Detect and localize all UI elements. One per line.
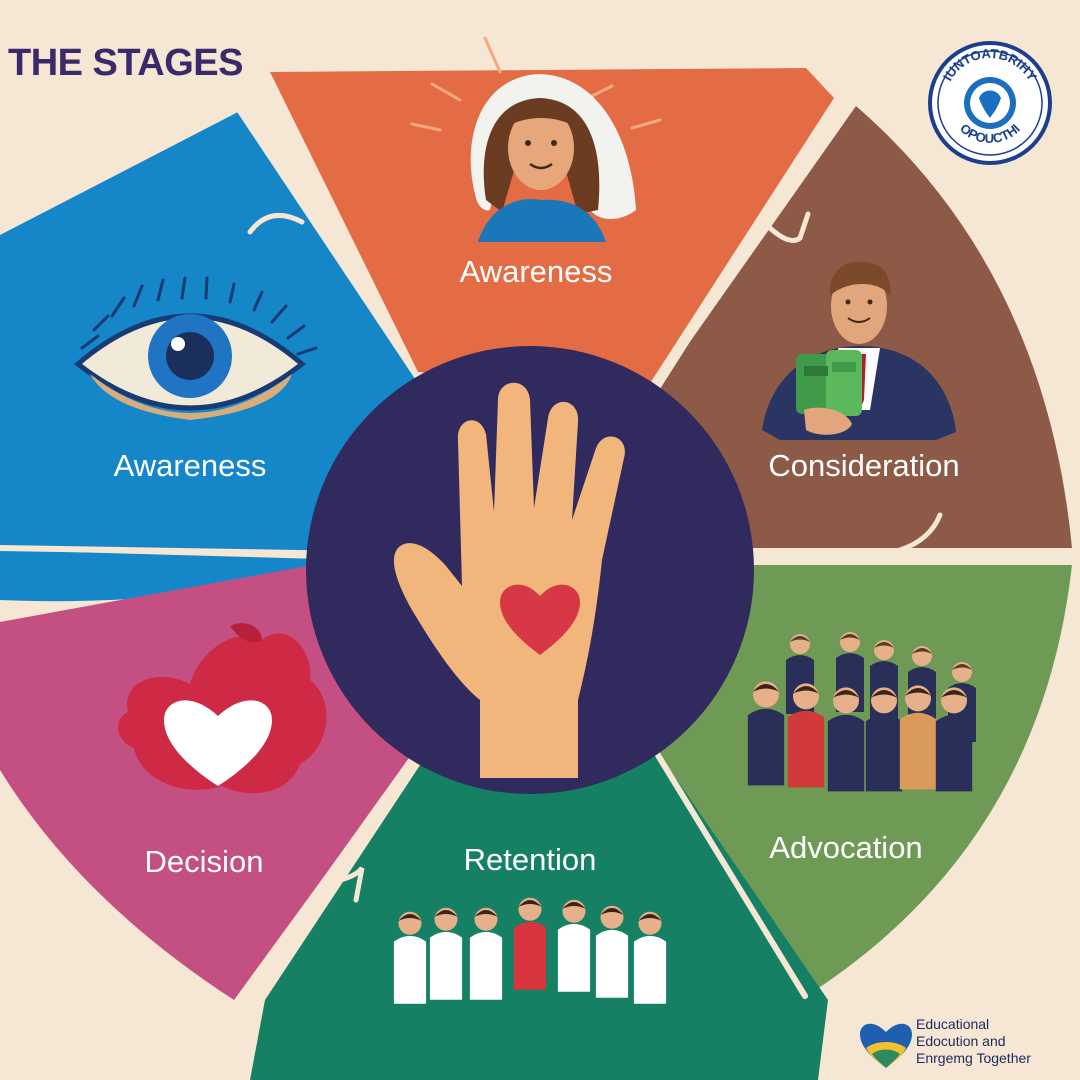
person-figure	[747, 681, 785, 786]
person-figure	[633, 911, 667, 1004]
open-hand-with-heart-icon	[393, 382, 625, 778]
hand-holding-heart-icon	[118, 623, 327, 794]
woman-with-veil-icon	[410, 36, 662, 242]
segment-left-awareness-lower	[0, 550, 355, 602]
brand-line: Edocution and	[916, 1033, 1006, 1049]
businessman-with-money-icon	[762, 261, 956, 440]
person-figure	[469, 907, 503, 1000]
chevron-decorations	[247, 211, 943, 903]
heart-logo-icon	[860, 1023, 912, 1068]
segment-label-awareness-left: Awareness	[114, 448, 267, 483]
person-figure	[595, 905, 629, 998]
segment-label-consideration: Consideration	[768, 448, 959, 483]
page-title: THE STAGES	[8, 42, 244, 84]
person-figure	[513, 897, 547, 990]
brand-line: Enrgemg Together	[916, 1050, 1031, 1066]
segment-label-advocation: Advocation	[769, 830, 922, 865]
segment-label-awareness-top: Awareness	[460, 254, 613, 289]
person-figure	[899, 685, 937, 790]
spoke-dividers	[0, 97, 843, 1005]
person-figure	[393, 911, 427, 1004]
person-figure	[827, 687, 865, 792]
person-figure	[787, 683, 825, 788]
person-figure	[557, 899, 591, 992]
person-figure	[429, 907, 463, 1000]
brand-line: Educational	[916, 1016, 990, 1032]
globe-seal-icon: IUNTOATBRIHY OPOUCTHI	[928, 41, 1052, 165]
person-figure	[865, 687, 903, 792]
brand-text: Educational Edocution and Enrgemg Togeth…	[916, 1016, 1031, 1067]
person-figure	[935, 687, 973, 792]
segment-label-retention: Retention	[464, 842, 597, 877]
eye-icon	[74, 276, 318, 420]
segment-label-decision: Decision	[145, 844, 264, 879]
crowd-of-people-icon	[747, 632, 976, 792]
group-of-people-icon	[393, 897, 667, 1004]
